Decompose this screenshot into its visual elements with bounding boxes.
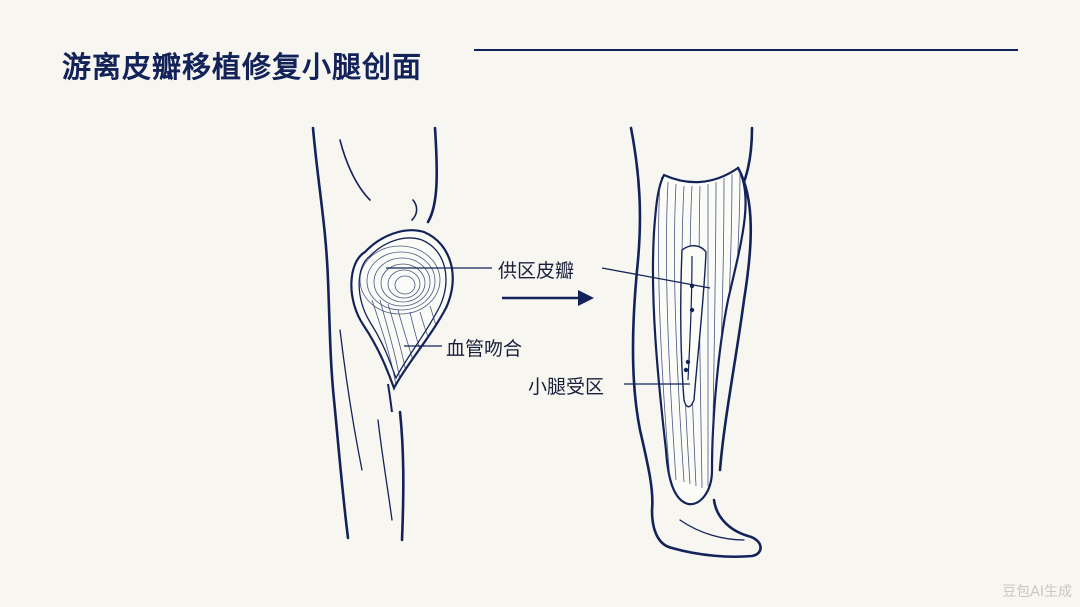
flap-contour bbox=[387, 269, 421, 299]
flap-contour bbox=[394, 275, 416, 295]
suture-dot bbox=[683, 367, 689, 373]
donor-leg bbox=[311, 126, 439, 542]
flap-outline-outer bbox=[350, 229, 454, 391]
vessel-line bbox=[687, 255, 693, 381]
knee-crease bbox=[339, 139, 371, 201]
recipient-contour bbox=[711, 181, 717, 481]
recipient-leg-left-contour bbox=[629, 126, 762, 559]
recipient-contour bbox=[674, 183, 685, 483]
flap-contour bbox=[359, 245, 441, 315]
suture-dot bbox=[685, 359, 691, 365]
recipient-contour bbox=[666, 181, 677, 481]
recipient-calf-right bbox=[718, 166, 753, 472]
flap-tail bbox=[387, 383, 393, 413]
recipient-flap bbox=[651, 166, 747, 506]
flap-contour bbox=[366, 251, 436, 311]
suture-dot bbox=[689, 307, 695, 313]
donor-leg-inner-contour bbox=[426, 126, 439, 224]
donor-flap bbox=[350, 229, 454, 413]
calf-line bbox=[377, 419, 393, 521]
knee-bump bbox=[411, 199, 418, 221]
donor-leg-outer-contour bbox=[311, 126, 350, 540]
flap-pedicle-line bbox=[371, 299, 397, 387]
flap-pedicle-line bbox=[387, 303, 407, 373]
label-recipient: 小腿受区 bbox=[528, 376, 605, 398]
page-title: 游离皮瓣移植修复小腿创面 bbox=[62, 50, 423, 84]
shin-line bbox=[339, 329, 363, 471]
flap-outline-inner bbox=[358, 237, 447, 380]
recipient-leaders bbox=[601, 267, 711, 385]
leader-donor-flap-right bbox=[601, 267, 711, 289]
recipient-contour bbox=[658, 179, 671, 481]
flap-contour bbox=[380, 263, 426, 303]
flap-contour bbox=[373, 257, 431, 307]
title-rule bbox=[474, 49, 1018, 51]
label-anastomosis: 血管吻合 bbox=[446, 338, 523, 360]
foot-line bbox=[679, 519, 745, 541]
donor-leaders bbox=[386, 267, 492, 347]
watermark: 豆包AI生成 bbox=[1002, 584, 1072, 600]
transfer-arrow bbox=[502, 290, 594, 306]
donor-leg-inner-lower bbox=[398, 410, 405, 542]
flap-pedicle-line bbox=[379, 299, 401, 381]
label-donor-flap: 供区皮瓣 bbox=[498, 260, 575, 282]
